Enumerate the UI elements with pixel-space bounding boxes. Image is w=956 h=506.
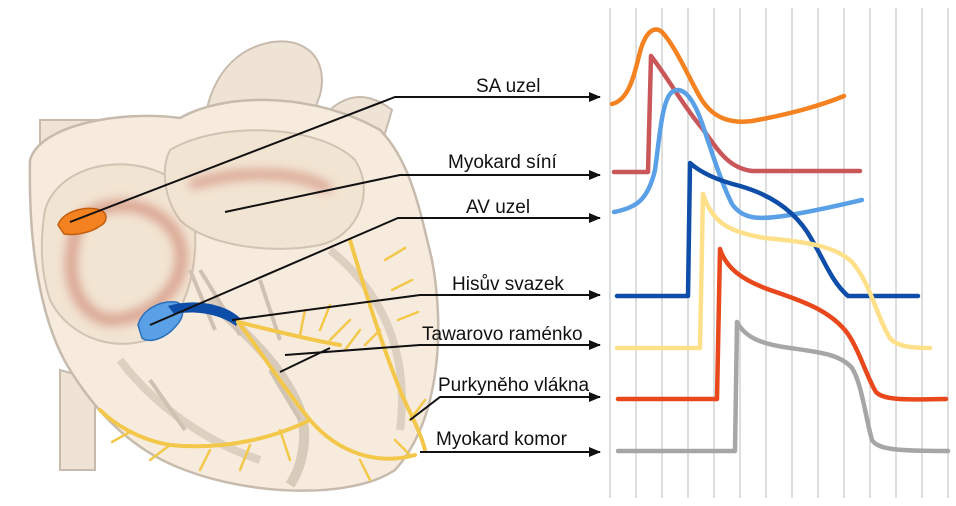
labels: SA uzel Myokard síní AV uzel Hisův svaze…: [422, 76, 589, 450]
label-atrial-myocardium: Myokard síní: [448, 152, 557, 173]
label-sa-node: SA uzel: [476, 76, 540, 97]
trace-sa-node: [612, 29, 844, 121]
trace-ventricular-myocardium: [618, 322, 948, 451]
time-grid: [610, 8, 948, 498]
heart-illustration: [30, 41, 438, 490]
label-ventricular-myocardium: Myokard komor: [436, 429, 568, 450]
label-av-node: AV uzel: [466, 197, 530, 218]
arrow-purkinje-fibers: [410, 397, 600, 420]
trace-purkinje-fibers: [618, 249, 946, 399]
label-purkinje-fibers: Purkyněho vlákna: [438, 375, 589, 396]
trace-atrial-myocardium: [614, 56, 860, 172]
label-bundle-branch: Tawarovo raménko: [422, 324, 583, 345]
label-bundle-of-his: Hisův svazek: [452, 274, 564, 295]
